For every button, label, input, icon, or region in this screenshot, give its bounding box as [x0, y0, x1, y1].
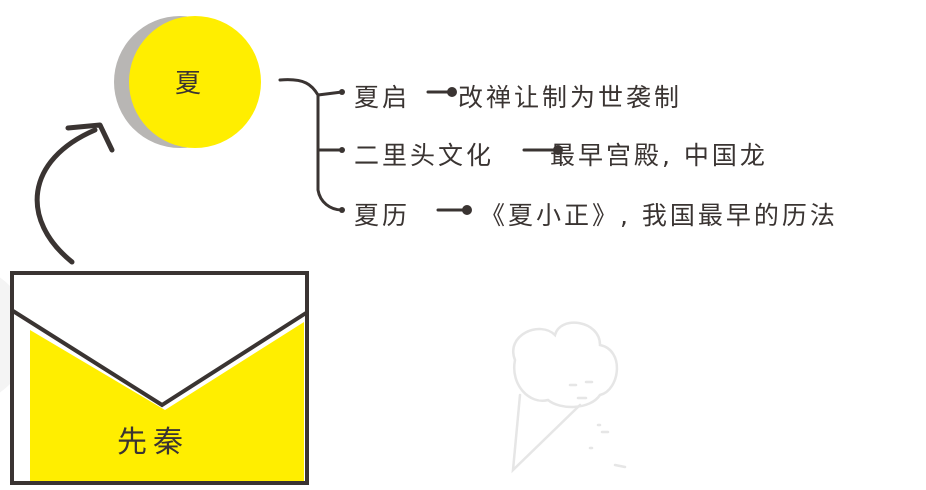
branch-detail: 改禅让制为世袭制	[458, 83, 683, 112]
envelope-fill	[30, 322, 304, 481]
ice-cream-doodle-icon	[511, 321, 627, 474]
curved-arrow	[34, 122, 115, 265]
branch-item-3[interactable]: 夏历 《夏小正》, 我国最早的历法	[354, 196, 838, 232]
branch-detail: 《夏小正》, 我国最早的历法	[480, 201, 838, 230]
brace-connector	[278, 78, 344, 212]
branch-title: 夏启	[354, 83, 411, 112]
branch-dot-2	[339, 147, 345, 153]
root-label: 先秦	[117, 425, 189, 460]
branch-item-2[interactable]: 二里头文化 最早宫殿, 中国龙	[354, 136, 768, 172]
branch-title: 二里头文化	[354, 141, 495, 170]
branch-arrows	[426, 87, 563, 215]
root-envelope[interactable]: 先秦	[10, 271, 309, 485]
envelope-flap	[11, 309, 308, 408]
branch-dot-3	[339, 207, 345, 213]
branch-detail: 最早宫殿, 中国龙	[550, 141, 768, 170]
branch-title: 夏历	[354, 201, 411, 230]
branch-dot-1	[339, 89, 345, 95]
topic-label: 夏	[175, 69, 201, 99]
topic-node[interactable]: 夏	[114, 16, 261, 148]
branch-item-1[interactable]: 夏启 改禅让制为世袭制	[354, 78, 682, 114]
topic-circle	[129, 16, 261, 148]
